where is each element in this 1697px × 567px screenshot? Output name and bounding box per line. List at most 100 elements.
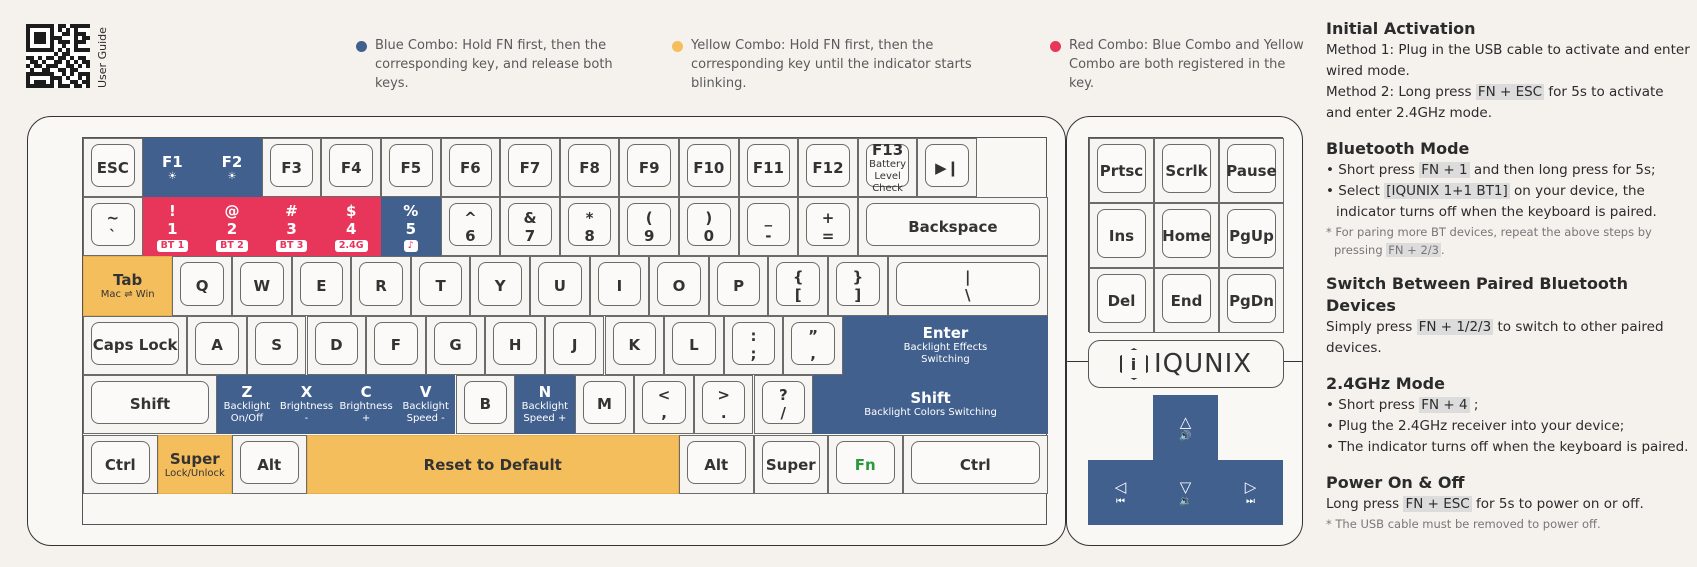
key-f10[interactable]: F10: [679, 138, 739, 198]
key-rsuper[interactable]: Super: [753, 435, 828, 495]
key-label: ▶❙: [935, 158, 960, 177]
key-right[interactable]: ▷⏭: [1218, 460, 1283, 525]
key-rctrl[interactable]: Ctrl: [902, 435, 1048, 495]
key-caps[interactable]: Caps Lock: [83, 315, 188, 375]
key-lalt[interactable]: Alt: [232, 435, 307, 495]
key-k9[interactable]: ( 9: [619, 197, 679, 257]
key-prtsc[interactable]: Prtsc: [1089, 138, 1154, 203]
key-scrlk[interactable]: Scrlk: [1154, 138, 1219, 203]
key-semicolon[interactable]: : ;: [723, 315, 784, 375]
key-equal[interactable]: + =: [798, 197, 858, 257]
key-r[interactable]: R: [351, 256, 411, 316]
key-d[interactable]: D: [306, 315, 367, 375]
key-j[interactable]: J: [544, 315, 605, 375]
key-f12[interactable]: F12: [798, 138, 858, 198]
key-y[interactable]: Y: [470, 256, 530, 316]
key-f1[interactable]: F1☀: [142, 138, 203, 198]
key-label: PgDn: [1229, 291, 1274, 310]
key-k8[interactable]: * 8: [559, 197, 620, 257]
key-label: Alt: [704, 455, 729, 474]
key-f8[interactable]: F8: [559, 138, 620, 198]
key-h[interactable]: H: [485, 315, 545, 375]
key-f11[interactable]: F11: [738, 138, 799, 198]
key-u[interactable]: U: [530, 256, 590, 316]
key-k0[interactable]: ) 0: [679, 197, 739, 257]
key-period[interactable]: > .: [693, 374, 754, 434]
key-t[interactable]: T: [410, 256, 471, 316]
key-f6[interactable]: F6: [440, 138, 501, 198]
key-label: F11: [752, 158, 784, 177]
key-quote[interactable]: ” ,: [783, 315, 843, 375]
key-l[interactable]: L: [664, 315, 724, 375]
key-m[interactable]: M: [574, 374, 635, 434]
key-f5[interactable]: F5: [381, 138, 441, 198]
key-f3[interactable]: F3: [261, 138, 322, 198]
key-a[interactable]: A: [187, 315, 247, 375]
key-home[interactable]: Home: [1154, 203, 1219, 268]
key-left[interactable]: ◁⏮: [1088, 460, 1153, 525]
key-esc[interactable]: ESC: [83, 138, 143, 198]
key-label: Home: [1162, 226, 1211, 245]
key-ralt[interactable]: Alt: [679, 435, 754, 495]
key-p[interactable]: P: [708, 256, 769, 316]
key-label: K: [628, 336, 641, 355]
key-pgdn[interactable]: PgDn: [1219, 268, 1284, 333]
key-f9[interactable]: F9: [619, 138, 679, 198]
key-s[interactable]: S: [246, 315, 307, 375]
key-lbracket[interactable]: { [: [768, 256, 828, 316]
key-ins[interactable]: Ins: [1089, 203, 1154, 268]
key-label: Super: [169, 449, 220, 468]
key-del[interactable]: Del: [1089, 268, 1154, 333]
key-i[interactable]: I: [589, 256, 650, 316]
key-rbracket[interactable]: } ]: [828, 256, 888, 316]
key-lshift[interactable]: Shift: [83, 374, 218, 434]
key-w[interactable]: W: [232, 256, 292, 316]
key-space[interactable]: Reset to Default: [306, 435, 679, 495]
key-k5[interactable]: % 5♪: [381, 197, 441, 257]
key-b[interactable]: B: [455, 374, 516, 434]
key-o[interactable]: O: [649, 256, 709, 316]
key-end[interactable]: End: [1154, 268, 1219, 333]
key-pause[interactable]: Pause: [1219, 138, 1284, 203]
key-comma[interactable]: < ,: [634, 374, 694, 434]
key-label: P: [733, 276, 745, 295]
key-k6[interactable]: ^ 6: [440, 197, 501, 257]
key-backslash[interactable]: | \: [887, 256, 1048, 316]
key-minus[interactable]: _ -: [738, 197, 799, 257]
key-q[interactable]: Q: [172, 256, 232, 316]
key-f4[interactable]: F4: [321, 138, 381, 198]
key-k[interactable]: K: [604, 315, 665, 375]
key-k7[interactable]: & 7: [500, 197, 560, 257]
key-slash[interactable]: ? /: [753, 374, 814, 434]
red-dot-icon: [1050, 41, 1061, 52]
key-backspace[interactable]: Backspace: [857, 197, 1048, 257]
key-f7[interactable]: F7: [500, 138, 560, 198]
key-e[interactable]: E: [291, 256, 352, 316]
key-tilde[interactable]: ~ `: [83, 197, 143, 257]
key-up[interactable]: △🔊: [1153, 395, 1218, 460]
key-label: N: [538, 383, 552, 402]
key-fn[interactable]: Fn: [828, 435, 903, 495]
key-play[interactable]: ▶❙: [917, 138, 977, 198]
key-f[interactable]: F: [366, 315, 426, 375]
key-f2[interactable]: F2☀: [202, 138, 262, 198]
key-down[interactable]: ▽🔉: [1153, 460, 1218, 525]
key-g[interactable]: G: [425, 315, 486, 375]
key-pgup[interactable]: PgUp: [1219, 203, 1284, 268]
key-label: F1: [162, 152, 183, 171]
key-lctrl[interactable]: Ctrl: [83, 435, 158, 495]
